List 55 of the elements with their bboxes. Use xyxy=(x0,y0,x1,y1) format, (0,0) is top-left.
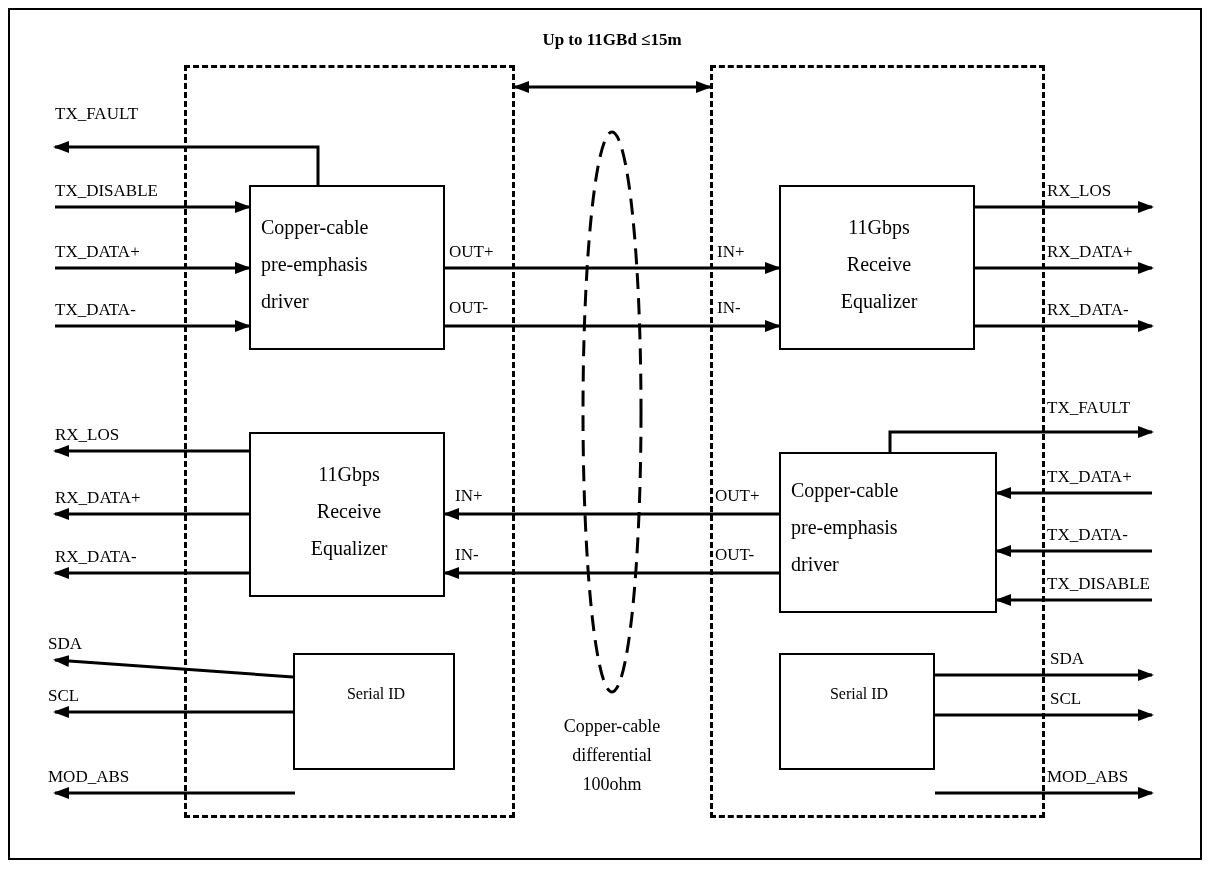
block-label: Copper-cable pre-emphasis driver xyxy=(791,478,900,577)
signal-label: Up to 11GBd ≤15m xyxy=(542,30,682,50)
signal-label: TX_DATA- xyxy=(55,300,136,320)
signal-label: RX_DATA- xyxy=(1047,300,1129,320)
signal-arrow xyxy=(53,445,249,457)
block-box xyxy=(779,452,997,613)
signal-arrow xyxy=(53,508,249,520)
signal-arrow xyxy=(53,141,320,185)
signal-arrow xyxy=(975,201,1154,213)
signal-label: TX_DISABLE xyxy=(1047,574,1150,594)
signal-arrow xyxy=(935,669,1154,681)
signal-label: TX_DISABLE xyxy=(55,181,158,201)
signal-label: SCL xyxy=(48,686,80,706)
signal-label: RX_DATA- xyxy=(55,547,137,567)
dashed-module-outline xyxy=(184,65,515,818)
signal-arrow xyxy=(513,81,712,93)
signal-label: MOD_ABS xyxy=(1047,767,1129,787)
signal-label: SDA xyxy=(1050,649,1084,669)
block-label: Copper-cable pre-emphasis driver xyxy=(261,215,370,314)
block-label: 11Gbps Receive Equalizer xyxy=(309,462,389,562)
signal-arrow xyxy=(888,426,1154,452)
signal-arrow xyxy=(935,787,1154,799)
signal-label: TX_FAULT xyxy=(1047,398,1131,418)
signal-label: SCL xyxy=(1050,689,1082,709)
block-box xyxy=(779,185,975,350)
signal-arrow xyxy=(935,709,1154,721)
signal-label: RX_LOS xyxy=(1047,181,1112,201)
block-label: Serial ID xyxy=(828,684,890,704)
signal-label: MOD_ABS xyxy=(48,767,130,787)
signal-arrow xyxy=(53,567,249,579)
block-box xyxy=(293,653,455,770)
block-box xyxy=(779,653,935,770)
signal-arrow xyxy=(55,320,251,332)
signal-label: RX_DATA+ xyxy=(55,488,141,508)
signal-label: TX_FAULT xyxy=(55,104,139,124)
dashed-module-outline xyxy=(710,65,1045,818)
signal-arrow xyxy=(975,320,1154,332)
signal-arrow xyxy=(55,262,251,274)
signal-arrow xyxy=(55,201,251,213)
signal-label: RX_DATA+ xyxy=(1047,242,1133,262)
signal-label: TX_DATA- xyxy=(1047,525,1128,545)
signal-arrow xyxy=(445,262,781,274)
block-box xyxy=(249,432,445,597)
signal-arrow xyxy=(975,262,1154,274)
block-box xyxy=(249,185,445,350)
signal-arrow xyxy=(445,320,781,332)
signal-label: RX_LOS xyxy=(55,425,120,445)
block-label: 11Gbps Receive Equalizer xyxy=(839,215,919,315)
signal-arrow xyxy=(53,787,295,799)
signal-label: TX_DATA+ xyxy=(55,242,140,262)
block-label: Serial ID xyxy=(345,684,407,704)
signal-label: TX_DATA+ xyxy=(1047,467,1132,487)
signal-arrow xyxy=(53,655,294,679)
signal-label: SDA xyxy=(48,634,82,654)
signal-arrow xyxy=(53,706,293,718)
